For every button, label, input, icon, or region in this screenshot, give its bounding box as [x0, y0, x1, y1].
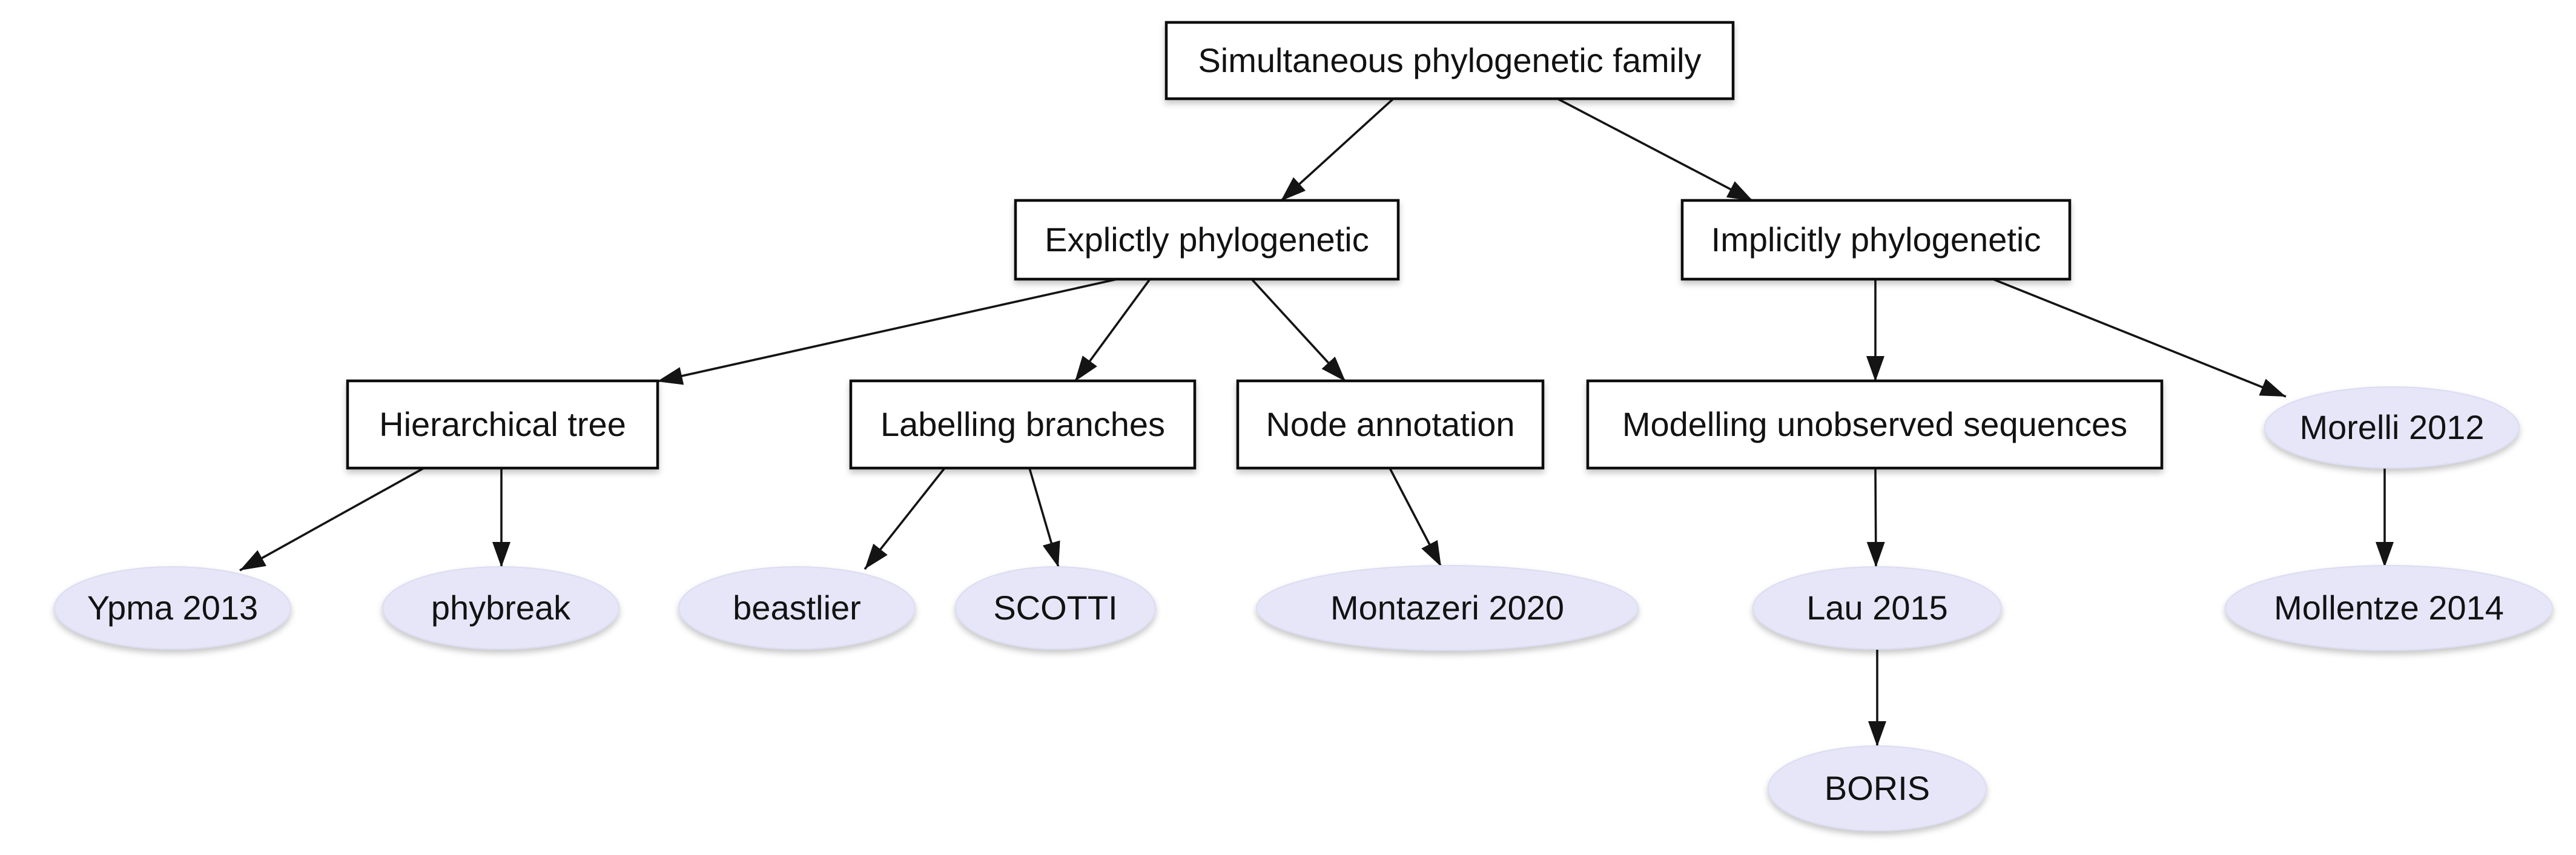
node-morelli: Morelli 2012	[2264, 386, 2520, 469]
node-label-hierarchical: Hierarchical tree	[379, 405, 626, 443]
node-label-scotti: SCOTTI	[993, 589, 1117, 627]
ellipse-node-shape	[2264, 386, 2520, 469]
node-label-explicit: Explictly phylogenetic	[1045, 220, 1369, 259]
edge-arrow	[1557, 97, 1754, 202]
ellipse-node-shape	[955, 566, 1156, 650]
node-lau: Lau 2015	[1752, 566, 2002, 650]
node-implicit: Implicitly phylogenetic	[1680, 199, 2072, 281]
edge-modelling-to-lau	[1866, 467, 1885, 568]
node-label-node-annotation: Node annotation	[1266, 405, 1514, 443]
ellipse-node-shape	[1768, 745, 1987, 831]
ellipse-node-shape	[1752, 566, 2002, 650]
node-label-root: Simultaneous phylogenetic family	[1198, 41, 1701, 79]
node-label-implicit: Implicitly phylogenetic	[1711, 220, 2041, 259]
node-modelling: Modelling unobserved sequences	[1586, 379, 2164, 470]
node-node-annotation: Node annotation	[1236, 379, 1545, 470]
node-boris: BORIS	[1768, 745, 1987, 831]
edge-hierarchical-to-ypma	[239, 467, 424, 572]
ellipse-node-shape	[678, 566, 916, 650]
edge-arrow	[656, 278, 1118, 385]
rect-node-shape	[1586, 379, 2164, 470]
rect-node-shape	[1680, 199, 2072, 281]
edge-implicit-to-morelli	[1992, 278, 2287, 398]
edge-arrow	[1280, 97, 1395, 202]
edges-layer	[239, 97, 2394, 747]
ellipse-node-shape	[1256, 565, 1639, 651]
node-scotti: SCOTTI	[955, 566, 1156, 650]
rect-node-shape	[1014, 199, 1400, 281]
ellipse-node-shape	[54, 566, 291, 650]
edge-root-to-explicit	[1280, 97, 1395, 202]
node-label-morelli: Morelli 2012	[2299, 408, 2484, 446]
rect-node-shape	[849, 379, 1197, 470]
node-explicit: Explictly phylogenetic	[1014, 199, 1400, 281]
node-label-lau: Lau 2015	[1806, 589, 1948, 627]
rect-node-shape	[1236, 379, 1545, 470]
node-phybreak: phybreak	[382, 566, 619, 650]
edge-arrow	[1389, 467, 1442, 567]
edge-arrow	[864, 467, 946, 570]
node-hierarchical: Hierarchical tree	[346, 379, 659, 470]
node-label-montazeri: Montazeri 2020	[1330, 589, 1564, 627]
edge-explicit-to-labelling	[1074, 278, 1151, 383]
edge-arrow	[1028, 467, 1060, 568]
node-mollentze: Mollentze 2014	[2225, 565, 2553, 651]
edge-arrow	[239, 467, 424, 572]
edge-arrow	[1866, 467, 1885, 568]
ellipse-node-shape	[2225, 565, 2553, 651]
node-root: Simultaneous phylogenetic family	[1164, 21, 1735, 101]
node-label-labelling: Labelling branches	[880, 405, 1165, 443]
edge-arrow	[1250, 278, 1347, 383]
edge-labelling-to-scotti	[1028, 467, 1060, 568]
node-labelling: Labelling branches	[849, 379, 1197, 470]
edge-root-to-implicit	[1557, 97, 1754, 202]
edge-arrow	[1992, 278, 2287, 398]
edge-node-annotation-to-montazeri	[1389, 467, 1442, 567]
ellipse-node-shape	[382, 566, 619, 650]
node-beastlier: beastlier	[678, 566, 916, 650]
node-label-phybreak: phybreak	[431, 589, 571, 627]
edge-labelling-to-beastlier	[864, 467, 946, 570]
node-montazeri: Montazeri 2020	[1256, 565, 1639, 651]
node-ypma: Ypma 2013	[54, 566, 291, 650]
nodes-layer: Simultaneous phylogenetic familyExplictl…	[54, 21, 2553, 831]
node-label-modelling: Modelling unobserved sequences	[1622, 405, 2127, 443]
rect-node-shape	[346, 379, 659, 470]
node-label-mollentze: Mollentze 2014	[2274, 589, 2504, 627]
node-label-ypma: Ypma 2013	[87, 589, 258, 627]
node-label-beastlier: beastlier	[733, 589, 861, 627]
edge-arrow	[1074, 278, 1151, 383]
node-label-boris: BORIS	[1825, 769, 1930, 807]
edge-explicit-to-hierarchical	[656, 278, 1118, 385]
edge-explicit-to-node-annotation	[1250, 278, 1347, 383]
rect-node-shape	[1164, 21, 1735, 101]
